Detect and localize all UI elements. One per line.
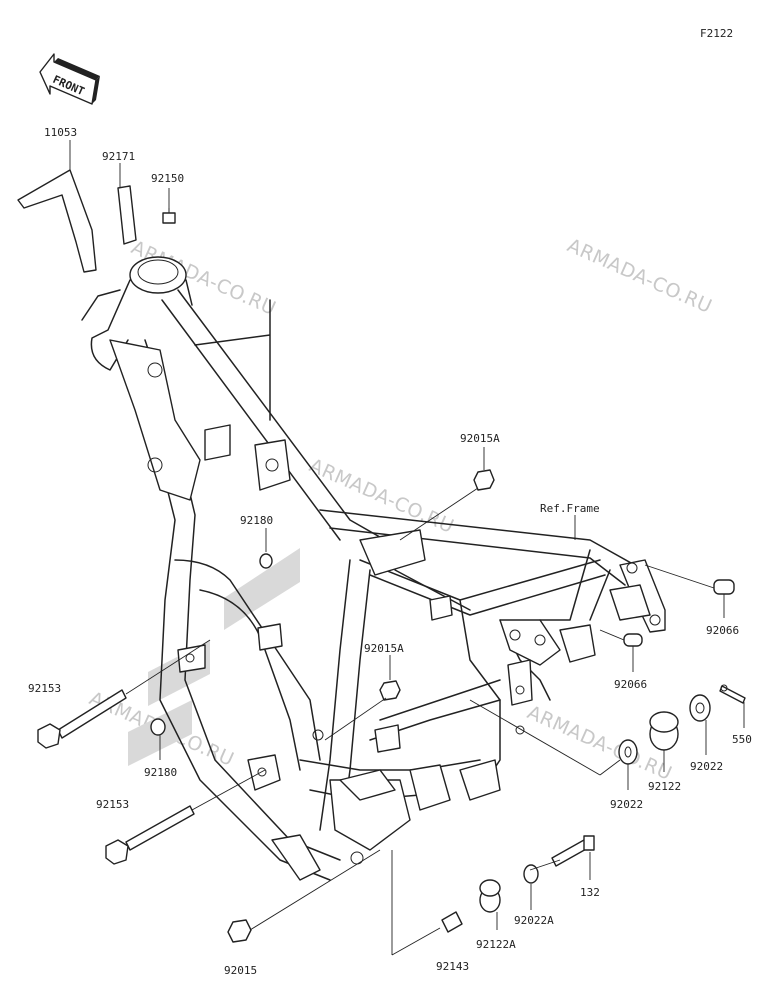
part-label-132[interactable]: 132 [580,886,600,899]
part-label-92015a-top[interactable]: 92015A [460,432,500,445]
cap-92066-top[interactable] [713,579,735,595]
diagram-code: F2122 [700,27,733,40]
plate-92171[interactable] [117,185,137,245]
part-label-92022-right[interactable]: 92022 [690,760,723,773]
leader-lines [69,140,745,956]
washer-92022-right[interactable] [689,694,711,722]
ref-frame-label: Ref.Frame [540,502,600,515]
part-label-92066-mid[interactable]: 92066 [614,678,647,691]
nut-92015[interactable] [227,919,252,943]
part-label-92180-top[interactable]: 92180 [240,514,273,527]
part-label-92150[interactable]: 92150 [151,172,184,185]
washer-92022a[interactable] [523,864,539,884]
bolt-92150[interactable] [162,208,176,224]
part-label-92022a[interactable]: 92022A [514,914,554,927]
part-label-92022-left[interactable]: 92022 [610,798,643,811]
cap-92066-mid[interactable] [623,633,643,647]
parts-drawings [17,169,746,943]
front-arrow-icon: FRONT [39,53,100,105]
part-label-92180-bot[interactable]: 92180 [144,766,177,779]
part-label-550[interactable]: 550 [732,733,752,746]
bolt-132[interactable] [551,835,595,867]
part-label-11053[interactable]: 11053 [44,126,77,139]
part-label-92171[interactable]: 92171 [102,150,135,163]
part-label-92153-bot[interactable]: 92153 [96,798,129,811]
nut-92015a-mid[interactable] [379,680,401,701]
bracket-11053[interactable] [17,169,97,273]
part-labels: 11053 92171 92150 92015A 92180 92015A 92… [28,126,752,977]
part-label-92015a-mid[interactable]: 92015A [364,642,404,655]
washer-92022-left[interactable] [618,739,638,765]
bolt-92153-top[interactable] [37,689,127,749]
part-label-92143[interactable]: 92143 [436,960,469,973]
watermark: ARMADA-CO.RU [564,234,715,318]
part-label-92122a[interactable]: 92122A [476,938,516,951]
frame-drawing [81,256,666,881]
spacer-92122a[interactable] [479,879,501,913]
watermarks: ARMADA-CO.RU ARMADA-CO.RU ARMADA-CO.RU A… [86,234,715,785]
part-label-92153-top[interactable]: 92153 [28,682,61,695]
washer-92180-bot[interactable] [150,718,166,736]
cotter-pin-550[interactable] [719,684,746,704]
bolt-92153-bot[interactable] [105,805,195,865]
washer-92180-top[interactable] [259,553,273,569]
nut-92015a-top[interactable] [473,469,495,491]
part-label-92015[interactable]: 92015 [224,964,257,977]
collar-92143[interactable] [441,911,463,933]
part-label-92066-top[interactable]: 92066 [706,624,739,637]
part-label-92122[interactable]: 92122 [648,780,681,793]
spacer-92122[interactable] [649,711,679,751]
